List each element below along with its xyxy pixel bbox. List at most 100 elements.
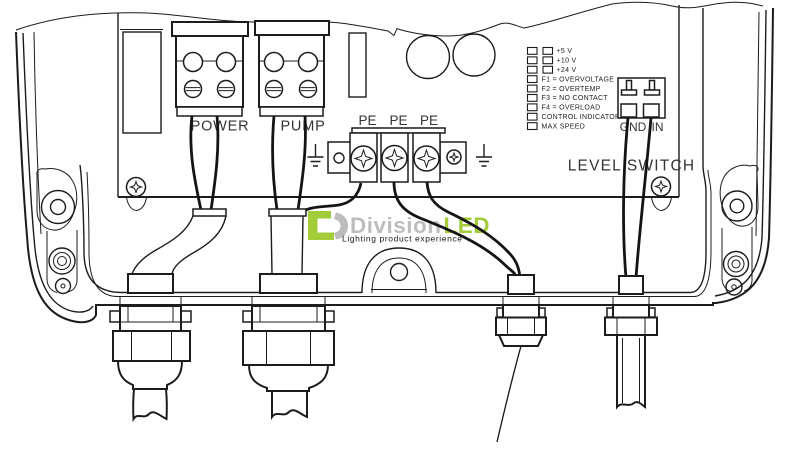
cable-sheaths: [127, 208, 644, 295]
sheath-collar: [268, 208, 307, 217]
earth-ground-icon: [307, 144, 324, 167]
cable-gland-pump: [242, 305, 335, 421]
phillips-screw-icon: [650, 176, 672, 212]
plate-cutout-left: [122, 31, 162, 134]
gnd-label: GND: [620, 120, 647, 134]
interior-line-b: [86, 169, 712, 297]
pe-mount-tab: [327, 141, 353, 174]
mounting-plate: +5 V +10 V +24 V F1 = OVERVOLTAGE F2 = O…: [117, 5, 694, 212]
vent-hole: [452, 33, 496, 77]
status-legend: +5 V +10 V +24 V F1 = OVERVOLTAGE F2 = O…: [526, 46, 621, 131]
mounting-tab: [361, 247, 437, 294]
screw-boss-small: [54, 277, 72, 295]
pump-wire: [271, 115, 279, 211]
status-led-square: [526, 112, 538, 121]
interior-line-a2: [436, 8, 707, 294]
mounting-hole: [389, 262, 409, 282]
cable-end: [271, 390, 308, 421]
boss-pocket-outline: [719, 164, 759, 227]
status-led-square: [542, 46, 554, 55]
status-led-square: [526, 93, 538, 102]
phillips-screw-icon: [381, 144, 408, 172]
left-screw-bosses: [36, 168, 78, 295]
legend-label: F4 = OVERLOAD: [542, 105, 601, 112]
cable-end: [616, 334, 646, 410]
pump-terminal-block: PUMP: [254, 20, 330, 135]
left-wall-outer: [15, 31, 97, 324]
legend-label: +5 V: [557, 48, 573, 55]
terminal-screw-icon: [264, 79, 284, 99]
right-wall-line3: [755, 11, 760, 237]
phillips-screw-icon: [125, 176, 147, 212]
left-wall-line3: [33, 31, 42, 235]
wiring: [189, 115, 653, 279]
legend-label: F3 = NO CONTACT: [542, 95, 609, 102]
watermark-tagline: Lighting product experience: [342, 234, 463, 244]
gland-nut: [495, 316, 547, 336]
legend-label: MAX SPEED: [542, 123, 586, 130]
status-led-square: [542, 56, 554, 65]
gland-nut: [112, 330, 191, 362]
sensor-wire: [496, 345, 522, 443]
power-terminal-block: POWER: [171, 21, 250, 135]
connector-socket: [642, 103, 660, 118]
legend-label: CONTROL INDICATOR: [542, 114, 621, 121]
status-led-square: [526, 103, 538, 112]
status-led-square: [526, 75, 538, 84]
gland-stub: [507, 274, 535, 295]
flange-ticks: [119, 297, 650, 304]
enclosure-outline: [15, 1, 774, 324]
legend-label: +10 V: [557, 58, 577, 65]
left-wall-inner: [22, 32, 94, 313]
screw-boss-medium: [722, 250, 750, 278]
terminal-hole: [215, 51, 237, 73]
cable-gland-sensor: [495, 304, 547, 347]
pump-wire: [296, 115, 307, 211]
right-screw-bosses: [719, 164, 759, 296]
status-led-square: [526, 56, 538, 65]
pe-ground-wire: [301, 182, 363, 214]
status-led-square: [526, 122, 538, 131]
pe-ground-wire: [392, 181, 518, 278]
interior-line-a: [79, 164, 362, 294]
power-wire: [209, 115, 220, 211]
terminal-hole: [297, 51, 319, 73]
screw-boss-medium: [48, 247, 76, 275]
connector-pin-icon: [648, 79, 656, 91]
gland-stub: [127, 273, 174, 294]
pe-terminal-strip: PE PE PE: [307, 113, 492, 183]
status-led-square: [526, 65, 538, 74]
phillips-screw-icon: [446, 149, 462, 165]
legend-label: F1 = OVERVOLTAGE: [542, 76, 615, 83]
terminal-hole: [182, 51, 204, 73]
vent-hole: [405, 34, 451, 80]
plate-cutout-mid: [348, 32, 367, 98]
phillips-screw-icon: [413, 145, 440, 172]
sheath-collar: [192, 208, 227, 217]
screw-boss-small: [725, 278, 743, 296]
pump-label: PUMP: [280, 119, 325, 135]
gland-nut: [242, 330, 335, 366]
phillips-screw-icon: [350, 145, 377, 172]
terminal-screw-icon: [183, 79, 203, 99]
boss-pocket-outline: [36, 168, 78, 231]
legend-label: F2 = OVERTEMP: [542, 86, 601, 93]
connector-socket: [620, 103, 638, 118]
torn-top-edge: [15, 1, 764, 37]
terminal-screw-icon: [298, 79, 318, 99]
power-label: POWER: [191, 119, 250, 135]
status-led-square: [526, 84, 538, 93]
screw-boss-large: [40, 189, 76, 225]
gland-nut: [604, 316, 658, 336]
gland-stub: [618, 275, 644, 295]
level-switch-connector: GND IN: [617, 77, 666, 134]
status-led-square: [526, 46, 538, 55]
right-wall-outer: [712, 7, 774, 304]
terminal-screw-icon: [216, 79, 236, 99]
gland-taper: [497, 334, 545, 347]
pe-ground-wire: [425, 181, 522, 278]
legend-label: +24 V: [557, 67, 577, 74]
level-switch-wire: [622, 117, 630, 279]
cable-gland-level: [604, 304, 658, 410]
